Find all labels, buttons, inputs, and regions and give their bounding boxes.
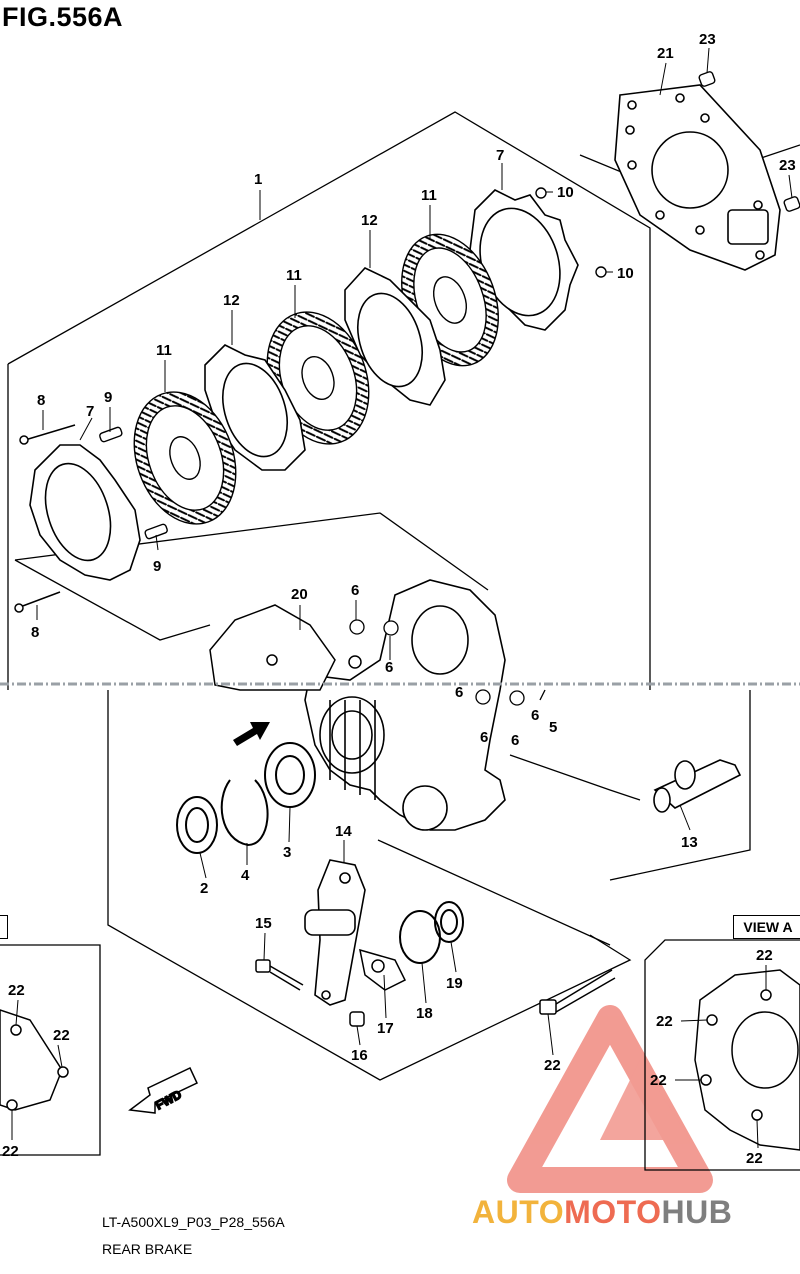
brand-part-auto: AUTO bbox=[472, 1194, 565, 1230]
callout-7: 7 bbox=[86, 403, 94, 420]
view-left-detail bbox=[0, 1009, 69, 1111]
callout-5: 5 bbox=[549, 719, 557, 736]
document-code: LT-A500XL9_P03_P28_556A bbox=[102, 1214, 285, 1230]
view-a-label: VIEW A bbox=[733, 915, 800, 939]
callout-12: 12 bbox=[223, 292, 240, 309]
callout-6: 6 bbox=[351, 582, 359, 599]
callout-6: 6 bbox=[455, 684, 463, 701]
callout-22: 22 bbox=[656, 1013, 673, 1030]
dowel-6 bbox=[349, 619, 525, 706]
callout-22: 22 bbox=[53, 1027, 70, 1044]
document-name: REAR BRAKE bbox=[102, 1241, 193, 1257]
callout-11: 11 bbox=[421, 187, 437, 204]
callout-22: 22 bbox=[2, 1143, 19, 1160]
oil-seal-19 bbox=[434, 901, 464, 943]
callout-21: 21 bbox=[657, 45, 674, 62]
view-a-detail bbox=[694, 969, 800, 1151]
nut-16 bbox=[349, 1011, 365, 1027]
bolt-8 bbox=[14, 424, 76, 613]
brand-part-hub: HUB bbox=[661, 1194, 733, 1230]
callout-11: 11 bbox=[156, 342, 172, 359]
callout-8: 8 bbox=[31, 624, 39, 641]
callout-14: 14 bbox=[335, 823, 352, 840]
gasket-21 bbox=[614, 84, 781, 271]
callout-11: 11 bbox=[286, 267, 302, 284]
callout-7: 7 bbox=[496, 147, 504, 164]
callout-20: 20 bbox=[291, 586, 308, 603]
brake-plate-7-front bbox=[29, 444, 141, 581]
callout-12: 12 bbox=[361, 212, 378, 229]
outline-box-1 bbox=[7, 111, 651, 690]
callout-19: 19 bbox=[446, 975, 463, 992]
figure-title: FIG.556A bbox=[2, 2, 124, 32]
brand-part-moto: MOTO bbox=[564, 1194, 662, 1230]
callout-17: 17 bbox=[377, 1020, 394, 1037]
oil-seal-2 bbox=[176, 796, 218, 854]
watermark-triangle-icon bbox=[507, 1005, 713, 1193]
friction-disc-11-front bbox=[133, 391, 237, 525]
washer-17 bbox=[359, 948, 407, 991]
assembly-arrow-icon bbox=[233, 722, 270, 746]
callout-6: 6 bbox=[511, 732, 519, 749]
callout-9: 9 bbox=[104, 389, 112, 406]
callout-22: 22 bbox=[8, 982, 25, 999]
bolt-15 bbox=[255, 959, 304, 991]
spring-18 bbox=[399, 910, 441, 964]
callout-18: 18 bbox=[416, 1005, 433, 1022]
brake-plate-7-back bbox=[469, 189, 579, 331]
spring-9 bbox=[99, 426, 168, 540]
watermark-brand: AUTOMOTOHUB bbox=[472, 1194, 732, 1231]
fwd-arrow-icon: FWD bbox=[128, 1066, 198, 1114]
callout-1: 1 bbox=[254, 171, 262, 188]
cover-20 bbox=[209, 604, 362, 691]
circlip-4 bbox=[220, 779, 269, 847]
callout-3: 3 bbox=[283, 844, 291, 861]
callout-13: 13 bbox=[681, 834, 698, 851]
callout-4: 4 bbox=[241, 867, 250, 884]
outline-view-a bbox=[644, 939, 800, 1171]
view-left-label-frame bbox=[0, 915, 8, 939]
outline-view-left bbox=[0, 944, 101, 1156]
callout-6: 6 bbox=[385, 659, 393, 676]
outline-box-lower bbox=[107, 690, 632, 1081]
callout-9: 9 bbox=[153, 558, 161, 575]
callout-2: 2 bbox=[200, 880, 208, 897]
callout-15: 15 bbox=[255, 915, 272, 932]
callout-23: 23 bbox=[699, 31, 716, 48]
leader-lines bbox=[11, 47, 793, 1149]
callout-22: 22 bbox=[756, 947, 773, 964]
cam-shaft-13 bbox=[653, 759, 742, 813]
callout-22: 22 bbox=[544, 1057, 561, 1074]
callout-6: 6 bbox=[531, 707, 539, 724]
callout-10: 10 bbox=[617, 265, 634, 282]
callout-23: 23 bbox=[779, 157, 796, 174]
callout-22: 22 bbox=[650, 1072, 667, 1089]
callout-16: 16 bbox=[351, 1047, 368, 1064]
bolt-22 bbox=[539, 969, 616, 1015]
callout-22: 22 bbox=[746, 1150, 763, 1167]
callout-8: 8 bbox=[37, 392, 45, 409]
callout-6: 6 bbox=[480, 729, 488, 746]
bearing-3 bbox=[264, 742, 316, 808]
brake-lever-14 bbox=[304, 859, 366, 1006]
brake-housing-5 bbox=[304, 579, 506, 831]
nut-10 bbox=[535, 187, 607, 278]
pin-23 bbox=[698, 71, 800, 212]
callout-10: 10 bbox=[557, 184, 574, 201]
